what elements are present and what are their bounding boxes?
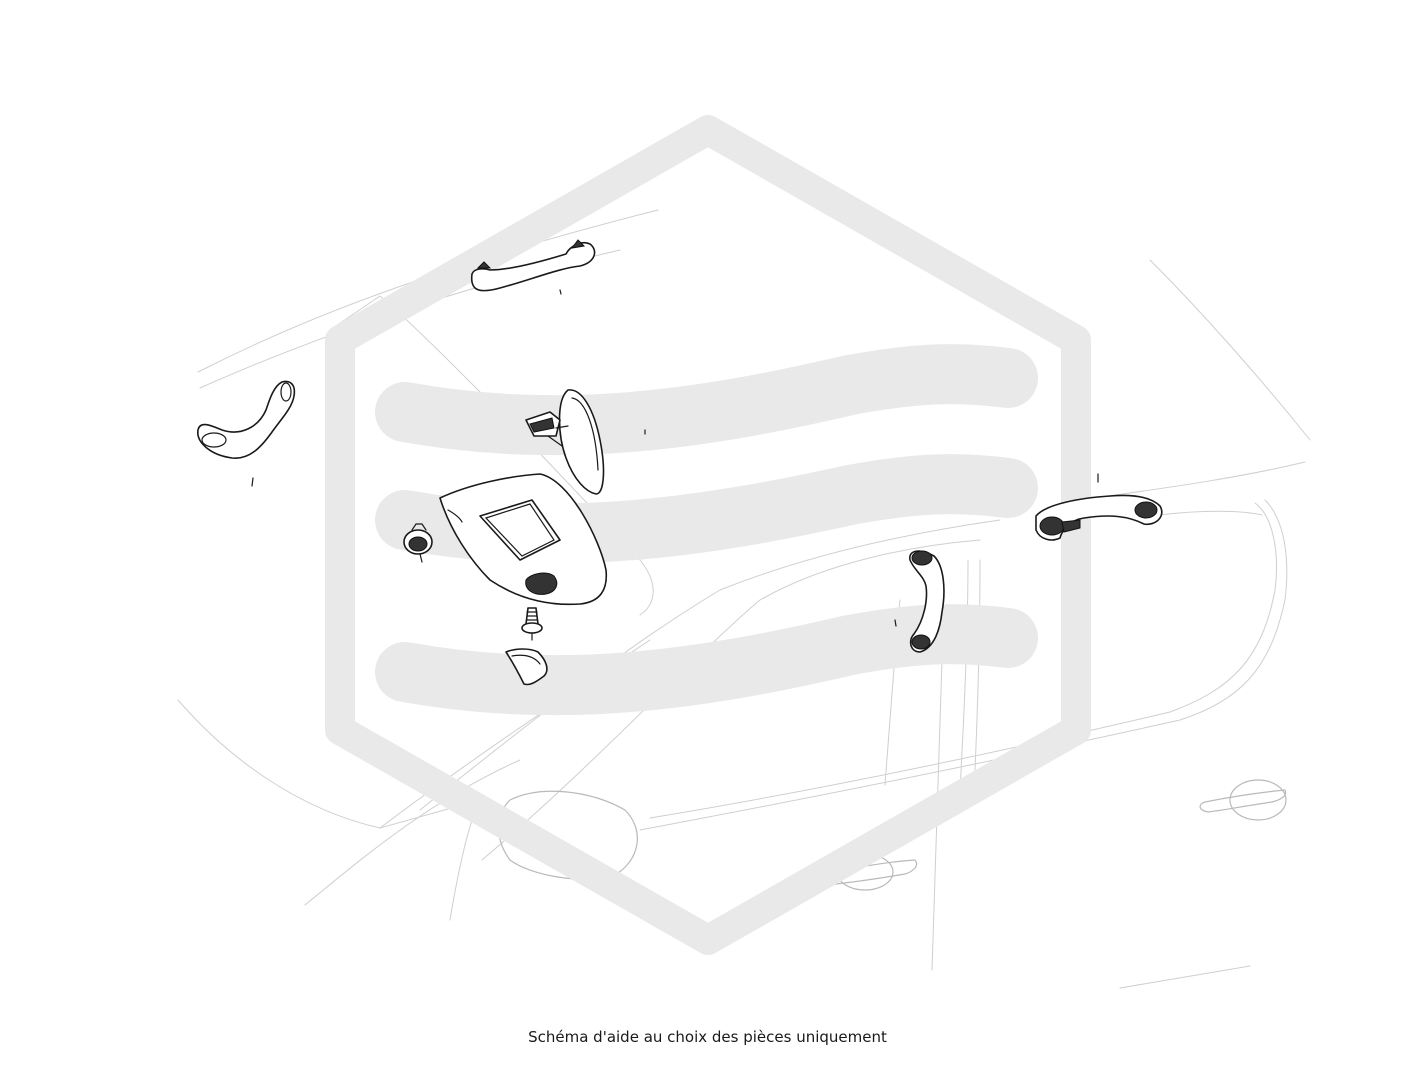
visor-clip-icon[interactable]: [403, 523, 433, 563]
visor-screw-icon[interactable]: [521, 607, 543, 641]
visor-cover-icon[interactable]: [505, 648, 548, 686]
grab-handle-front-left-icon[interactable]: [470, 239, 596, 295]
grab-handle-front-right-icon[interactable]: [894, 550, 945, 653]
interior-mirror-icon[interactable]: [525, 389, 646, 495]
watermark-logo: [325, 115, 1091, 955]
diagram-caption: Schéma d'aide au choix des pièces unique…: [528, 1028, 887, 1046]
grab-handle-rear-right-icon[interactable]: [1035, 473, 1163, 541]
grab-handle-rear-left-icon[interactable]: [197, 380, 296, 487]
sun-visor-icon[interactable]: [439, 473, 608, 606]
